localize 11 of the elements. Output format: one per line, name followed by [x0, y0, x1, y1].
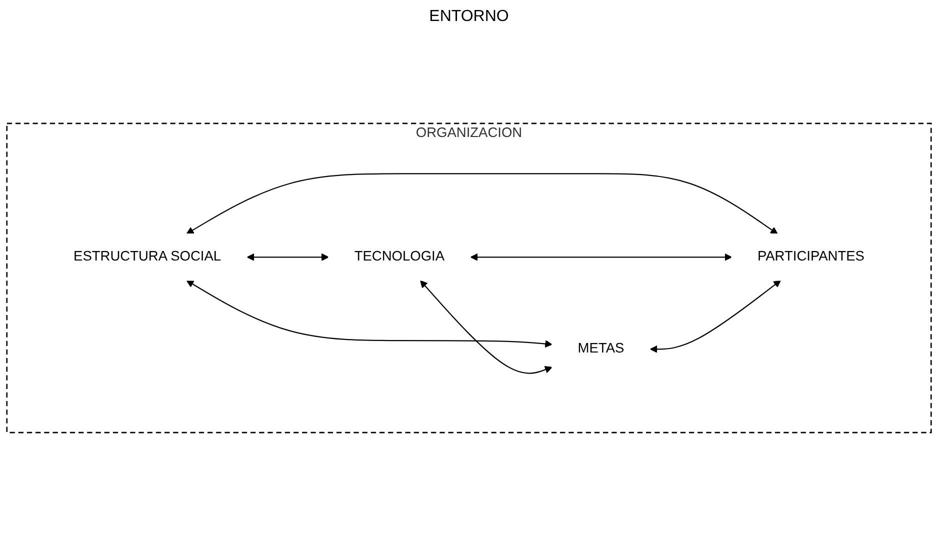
node-text: PARTICIPANTES	[757, 249, 864, 264]
title: ENTORNO	[428, 8, 510, 26]
arrow	[650, 280, 781, 353]
node-text: TECNOLOGIA	[354, 249, 445, 264]
node-text: ESTRUCTURA SOCIAL	[74, 249, 222, 264]
arrow	[420, 280, 552, 374]
arrow	[186, 173, 778, 234]
arrow	[186, 280, 552, 348]
node-text: METAS	[578, 341, 624, 356]
arrow	[470, 253, 732, 261]
arrow	[246, 253, 329, 261]
